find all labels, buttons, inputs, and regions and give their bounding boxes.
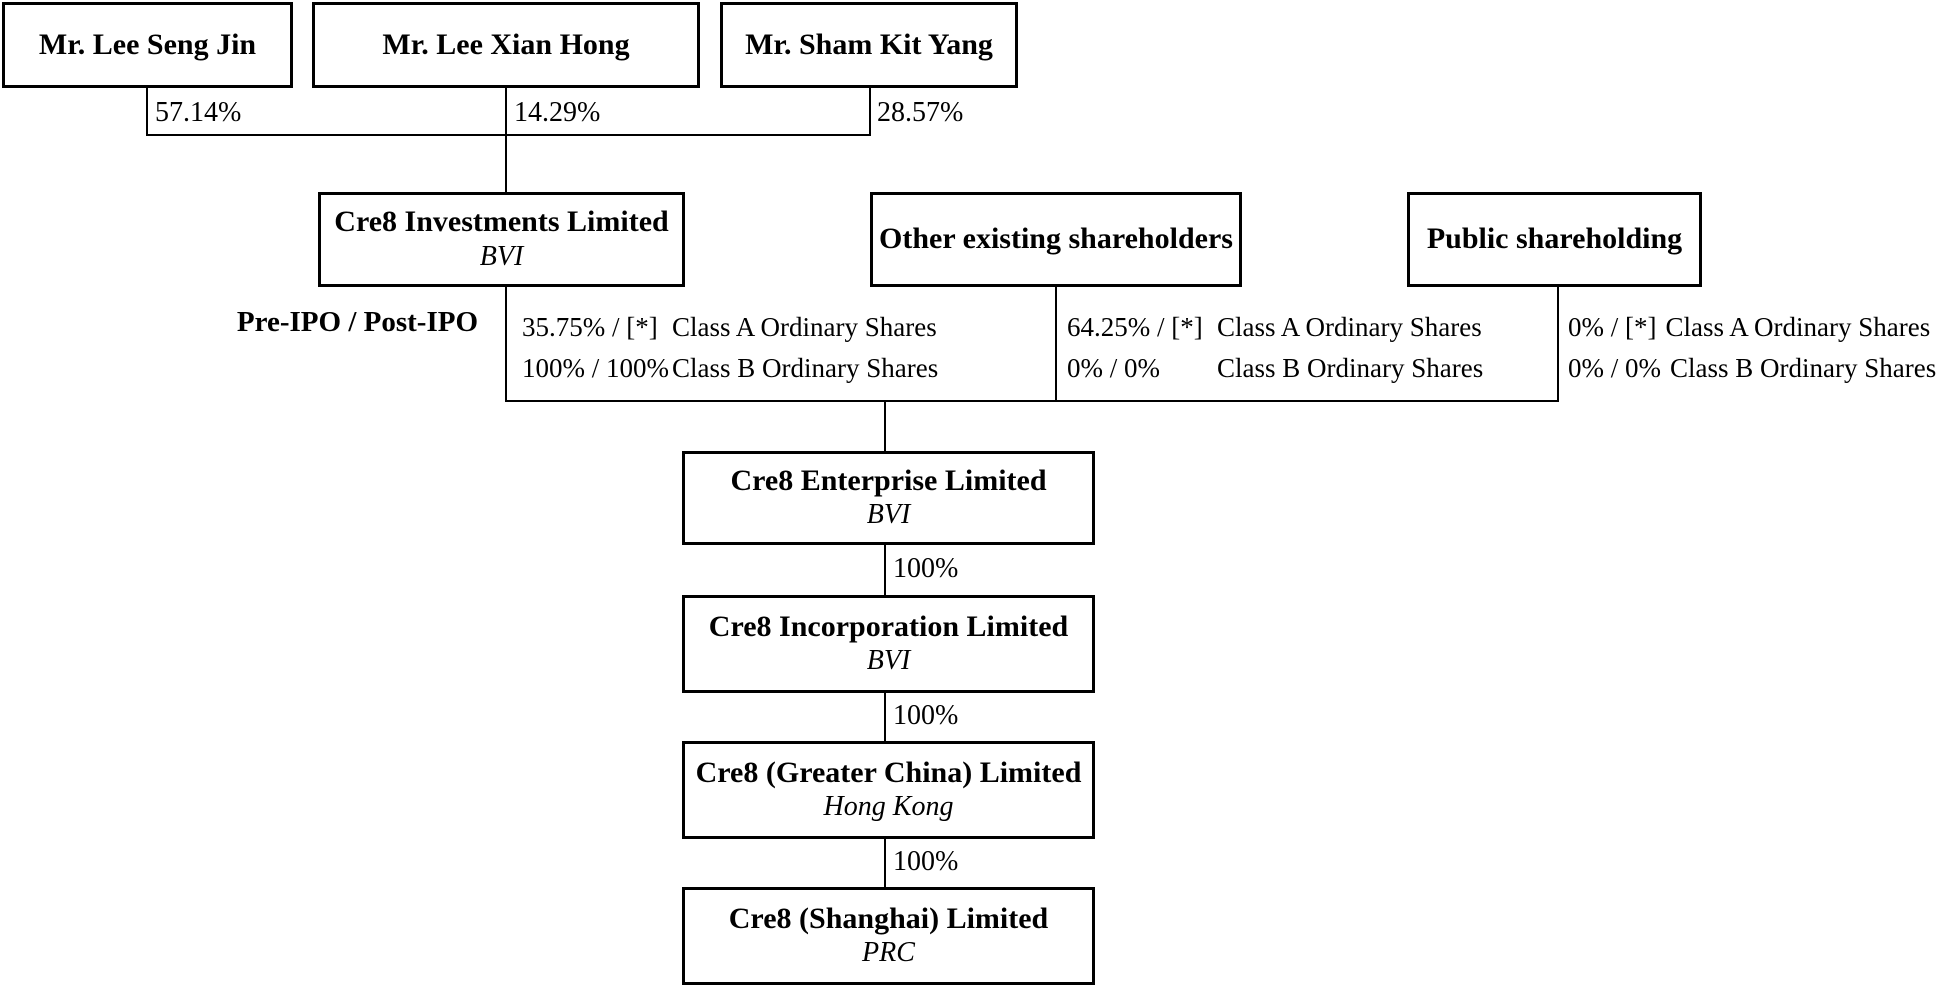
company-jurisdiction: BVI xyxy=(866,645,911,677)
shareholder-box-other-existing: Other existing shareholders xyxy=(870,192,1242,287)
share-classes-other-existing: 64.25% / [*] Class A Ordinary Shares 0% … xyxy=(1067,312,1483,394)
chain-link-pct: 100% xyxy=(893,846,959,877)
class-b-label: Class B Ordinary Shares xyxy=(1217,353,1484,383)
class-a-label: Class A Ordinary Shares xyxy=(1665,312,1931,342)
ownership-pct-sham-kit-yang: 28.57% xyxy=(877,97,964,128)
class-a-label: Class A Ordinary Shares xyxy=(672,312,937,342)
owner-box-lee-xian-hong: Mr. Lee Xian Hong xyxy=(312,2,700,88)
owner-box-sham-kit-yang: Mr. Sham Kit Yang xyxy=(720,2,1018,88)
class-b-line: 0% / 0% Class B Ordinary Shares xyxy=(1067,353,1483,394)
class-a-line: 35.75% / [*] Class A Ordinary Shares xyxy=(522,312,938,353)
connector-line xyxy=(505,287,507,402)
connector-line xyxy=(505,400,1559,402)
company-jurisdiction: BVI xyxy=(866,499,911,531)
company-name: Public shareholding xyxy=(1426,222,1683,256)
connector-line xyxy=(884,693,886,741)
class-a-label: Class A Ordinary Shares xyxy=(1217,312,1482,342)
company-name: Cre8 Enterprise Limited xyxy=(730,463,1047,497)
owner-name: Mr. Sham Kit Yang xyxy=(745,27,993,61)
shareholder-box-cre8-investments: Cre8 Investments Limited BVI xyxy=(318,192,685,287)
company-jurisdiction: PRC xyxy=(862,937,915,969)
company-jurisdiction: BVI xyxy=(479,240,524,272)
class-b-pct: 0% / 0% xyxy=(1067,353,1160,383)
class-b-label: Class B Ordinary Shares xyxy=(672,353,939,383)
connector-line xyxy=(146,88,148,136)
class-a-line: 64.25% / [*] Class A Ordinary Shares xyxy=(1067,312,1483,353)
class-a-pct: 64.25% / [*] xyxy=(1067,312,1203,342)
company-name: Cre8 Investments Limited xyxy=(334,205,669,239)
shareholder-box-public: Public shareholding xyxy=(1407,192,1702,287)
connector-line xyxy=(884,839,886,887)
company-box-cre8-greater-china: Cre8 (Greater China) Limited Hong Kong xyxy=(682,741,1095,839)
connector-line xyxy=(884,545,886,595)
owner-box-lee-seng-jin: Mr. Lee Seng Jin xyxy=(2,2,293,88)
pre-ipo-post-ipo-label: Pre-IPO / Post-IPO xyxy=(236,306,478,338)
company-jurisdiction: Hong Kong xyxy=(823,791,954,823)
class-b-line: 100% / 100% Class B Ordinary Shares xyxy=(522,353,938,394)
connector-line xyxy=(869,88,871,136)
ownership-pct-lee-seng-jin: 57.14% xyxy=(155,97,242,128)
connector-line xyxy=(1055,287,1057,402)
share-classes-public: 0% / [*] Class A Ordinary Shares 0% / 0%… xyxy=(1568,312,1936,394)
owner-name: Mr. Lee Xian Hong xyxy=(382,27,630,61)
class-b-pct: 0% / 0% xyxy=(1568,353,1661,383)
share-classes-cre8-investments: 35.75% / [*] Class A Ordinary Shares 100… xyxy=(522,312,938,394)
class-b-label: Class B Ordinary Shares xyxy=(1669,353,1937,383)
company-name: Cre8 Incorporation Limited xyxy=(708,609,1069,643)
connector-line xyxy=(146,134,871,136)
class-a-pct: 35.75% / [*] xyxy=(522,312,658,342)
company-name: Cre8 (Shanghai) Limited xyxy=(728,901,1049,935)
company-box-cre8-incorporation: Cre8 Incorporation Limited BVI xyxy=(682,595,1095,693)
connector-line xyxy=(1557,287,1559,402)
class-a-line: 0% / [*] Class A Ordinary Shares xyxy=(1568,312,1936,353)
chain-link-pct: 100% xyxy=(893,700,959,731)
company-name: Cre8 (Greater China) Limited xyxy=(695,755,1082,789)
ownership-pct-lee-xian-hong: 14.29% xyxy=(514,97,601,128)
company-box-cre8-shanghai: Cre8 (Shanghai) Limited PRC xyxy=(682,887,1095,985)
class-b-pct: 100% / 100% xyxy=(522,353,669,383)
chain-link-pct: 100% xyxy=(893,553,959,584)
connector-line xyxy=(884,400,886,451)
company-name: Other existing shareholders xyxy=(879,222,1233,256)
class-b-line: 0% / 0% Class B Ordinary Shares xyxy=(1568,353,1936,394)
connector-line xyxy=(505,88,507,192)
company-box-cre8-enterprise: Cre8 Enterprise Limited BVI xyxy=(682,451,1095,545)
owner-name: Mr. Lee Seng Jin xyxy=(38,27,257,61)
class-a-pct: 0% / [*] xyxy=(1568,312,1657,342)
